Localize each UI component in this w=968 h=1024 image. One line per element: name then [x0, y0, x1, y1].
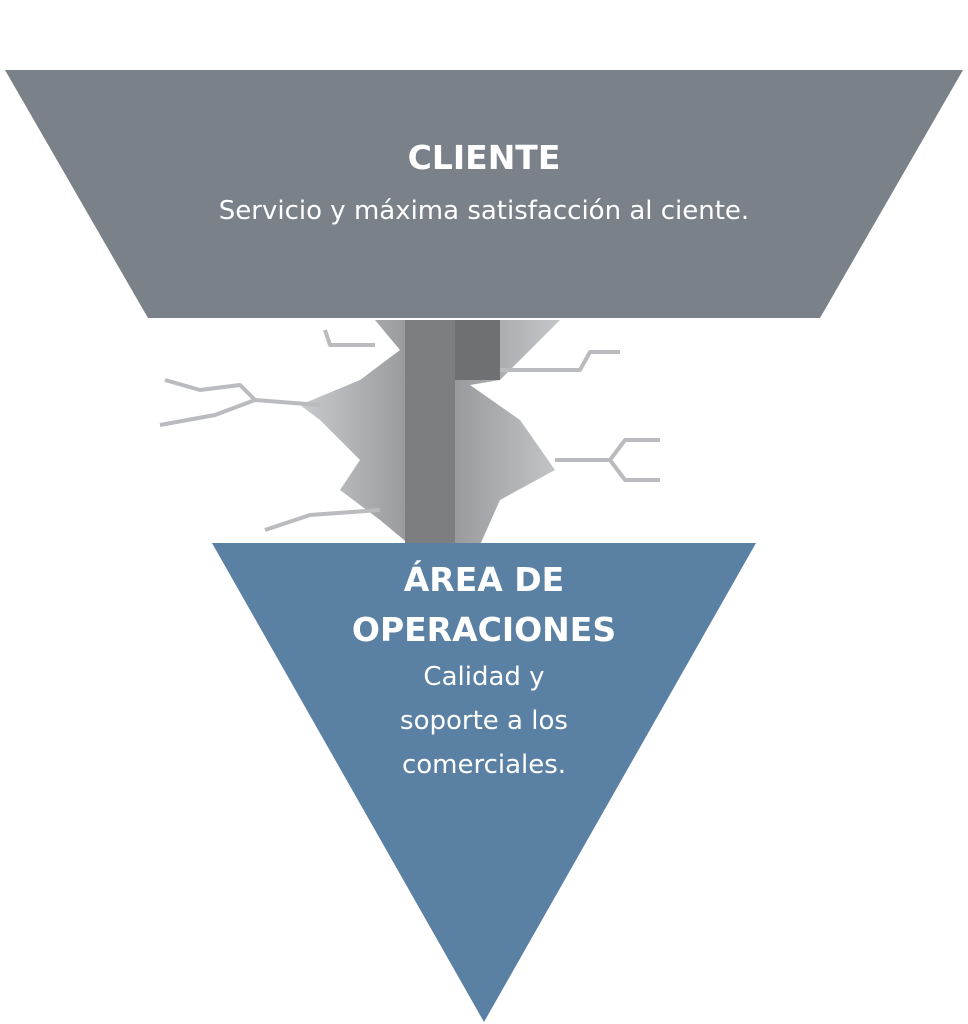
operaciones-title-line1: ÁREA DE [403, 560, 565, 599]
operaciones-subtitle-line2: soporte a los [400, 706, 568, 736]
cliente-subtitle: Servicio y máxima satisfacción al ciente… [218, 196, 750, 226]
cliente-trapezoid [5, 70, 963, 318]
operaciones-subtitle-line1: Calidad y [423, 662, 545, 692]
operaciones-subtitle-line3: comerciales. [401, 750, 567, 780]
operaciones-title-line2: OPERACIONES [351, 610, 617, 649]
crack-icon [159, 320, 660, 545]
cliente-title: CLIENTE [407, 138, 561, 177]
operaciones-triangle [212, 543, 756, 1022]
